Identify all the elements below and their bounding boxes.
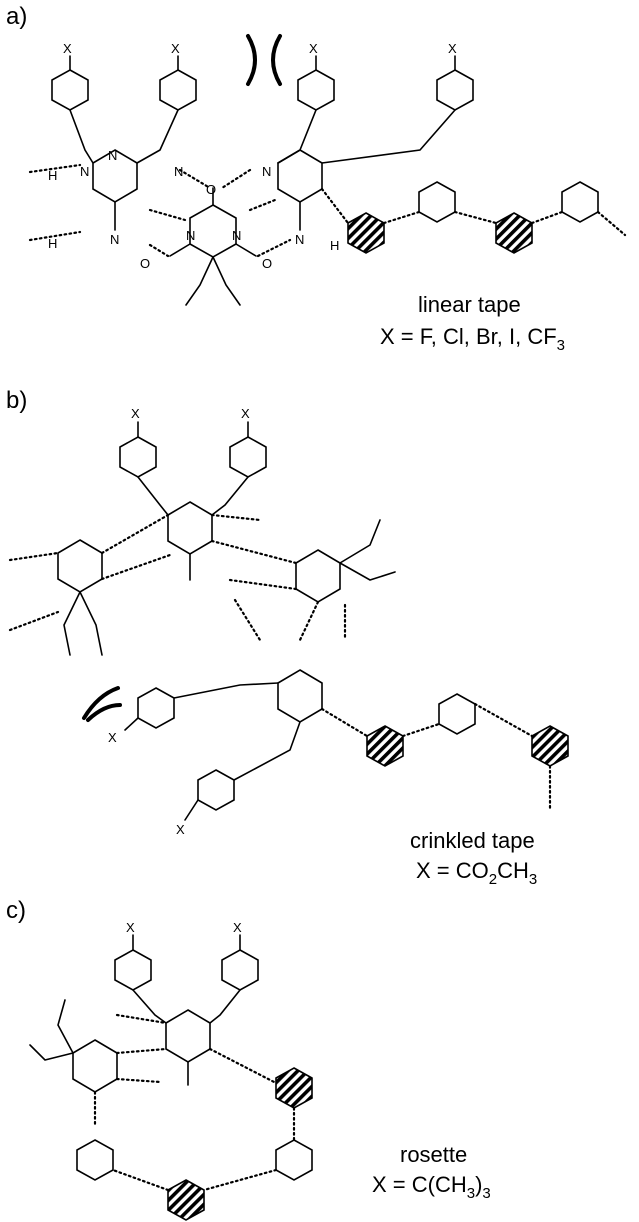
atom-x: X	[176, 822, 185, 837]
panel-b-x-definition: X = CO2CH3	[416, 858, 537, 888]
atom-o: O	[140, 256, 150, 271]
atom-x: X	[108, 730, 117, 745]
panel-c-letter: c)	[6, 897, 26, 924]
steric-clash-icon	[82, 686, 122, 722]
triazine-ring	[167, 501, 213, 555]
atom-x: X	[448, 41, 457, 56]
panel-c: c) X X rosette X = C(CH3)3	[6, 897, 491, 1221]
atom-n: N	[110, 232, 119, 247]
atom-n: N	[174, 164, 183, 179]
phenyl-ring	[197, 769, 235, 811]
atom-o: O	[262, 256, 272, 271]
panel-b-letter: b)	[6, 387, 27, 414]
atom-o: O	[206, 182, 216, 197]
triazine-ring	[165, 1009, 211, 1063]
atom-n: N	[262, 164, 271, 179]
barbiturate-ring	[72, 1039, 118, 1093]
phenyl-ring	[137, 687, 175, 729]
barbiturate-ring	[57, 539, 103, 593]
barbiturate-ring	[189, 204, 237, 258]
atom-x: X	[63, 41, 72, 56]
phenyl-ring	[114, 949, 152, 991]
hydrogen-bonds-a	[28, 163, 292, 258]
phenyl-rings-a	[51, 69, 474, 111]
triazine-ring	[277, 149, 323, 203]
panel-b: b) X X X X crinkled tape X = CO2CH3	[6, 387, 569, 888]
barbiturate-ring	[295, 549, 341, 603]
panel-a-letter: a)	[6, 3, 27, 30]
panel-c-motif-name: rosette	[400, 1142, 467, 1167]
phenyl-ring	[221, 949, 259, 991]
panel-b-motif-name: crinkled tape	[410, 828, 535, 853]
atom-x: X	[171, 41, 180, 56]
atom-h: H	[48, 168, 57, 183]
panel-a-motif-name: linear tape	[418, 292, 521, 317]
hydrogen-bonds-b	[8, 513, 347, 642]
atom-n: N	[295, 232, 304, 247]
atom-n: N	[108, 148, 117, 163]
atom-h: H	[330, 238, 339, 253]
atom-x: X	[233, 920, 242, 935]
steric-clash-icon	[246, 34, 282, 86]
phenyl-ring	[229, 436, 267, 478]
triazine-ring	[277, 669, 323, 723]
phenyl-ring	[119, 436, 157, 478]
panel-a: a) X X X X N	[6, 3, 627, 354]
atom-n: N	[80, 164, 89, 179]
atom-n: N	[186, 228, 195, 243]
hydrogen-bonds-c	[93, 1013, 278, 1127]
atom-x: X	[126, 920, 135, 935]
tape-hexagons-a	[347, 181, 599, 254]
atom-x: X	[309, 41, 318, 56]
panel-c-x-definition: X = C(CH3)3	[372, 1172, 491, 1202]
atom-x: X	[241, 406, 250, 421]
atom-h: H	[48, 236, 57, 251]
atom-x: X	[131, 406, 140, 421]
atom-n: N	[232, 228, 241, 243]
tape-hexagons-b	[366, 693, 569, 767]
rosette-hexagons	[76, 1067, 313, 1221]
panel-a-x-definition: X = F, Cl, Br, I, CF3	[380, 324, 565, 354]
